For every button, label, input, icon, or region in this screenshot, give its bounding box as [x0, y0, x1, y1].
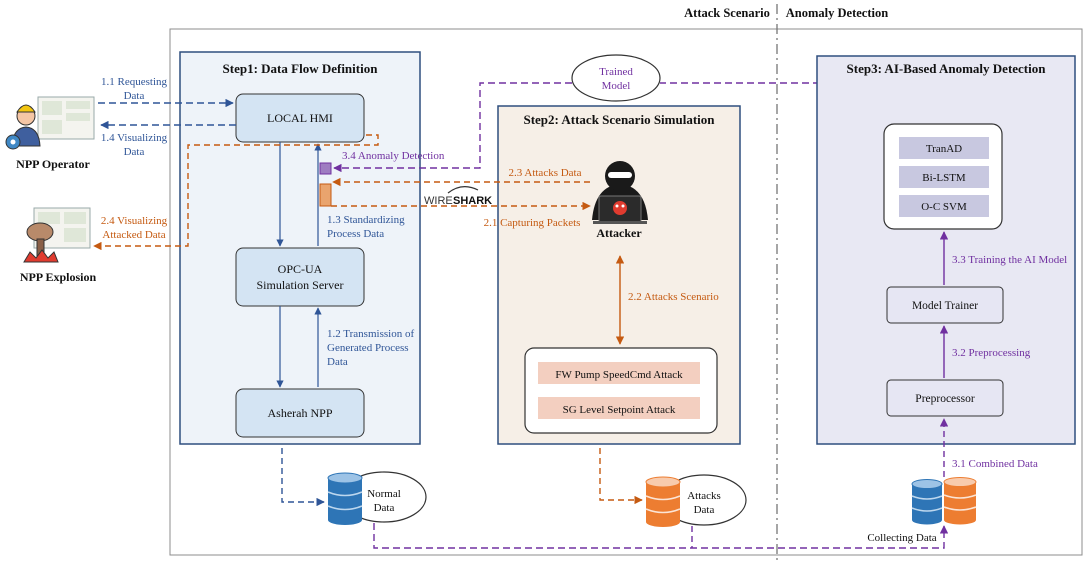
anomaly-packet-icon	[319, 162, 332, 175]
preprocessor-label: Preprocessor	[915, 393, 975, 405]
flow-1-2-label-2: Generated Process	[327, 342, 409, 354]
wireshark-logo: WIRE SHARK	[424, 186, 492, 207]
attack-item-fw-pump	[538, 362, 700, 384]
step3-panel	[816, 55, 1076, 445]
model-tranad-label: TranAD	[926, 143, 962, 155]
attack-item-sg-level	[538, 397, 700, 419]
model-bilstm-label: Bi-LSTM	[922, 172, 966, 184]
model-bilstm	[899, 166, 989, 188]
flow-3-4-label: 3.4 Anomaly Detection	[342, 150, 445, 162]
step3-title: Step3: AI-Based Anomaly Detection	[847, 61, 1047, 76]
model-ocsvm-label: O-C SVM	[921, 201, 967, 213]
asherah-npp-box	[235, 388, 365, 438]
flow-2-4-label-2: Attacked Data	[102, 229, 165, 241]
flow-2-2-label: 2.2 Attacks Scenario	[628, 291, 719, 303]
combined-data-db-icon	[911, 477, 977, 525]
attacks-data-db-icon	[645, 476, 681, 527]
arrow-collecting-data	[373, 523, 949, 549]
trained-model-label: Trained	[599, 66, 633, 78]
flow-3-3-label: 3.3 Training the AI Model	[952, 254, 1067, 266]
flow-2-1-label: 2.1 Capturing Packets	[484, 217, 581, 229]
flow-3-2-label: 3.2 Preprocessing	[952, 347, 1031, 359]
collecting-data-label: Collecting Data	[867, 532, 936, 544]
attack-item-sg-level-label: SG Level Setpoint Attack	[563, 404, 676, 416]
attacker-label: Attacker	[596, 226, 642, 240]
attack-packet-icon	[319, 183, 332, 207]
flow-1-4-label-2: Data	[124, 146, 145, 158]
npp-explosion-label: NPP Explosion	[20, 270, 97, 284]
model-trainer-box	[886, 286, 1004, 324]
flow-1-4-label: 1.4 Visualizing	[101, 132, 168, 144]
model-ocsvm	[899, 195, 989, 217]
flow-1-2-label: 1.2 Transmission of	[327, 328, 414, 340]
model-trainer-label: Model Trainer	[912, 300, 978, 312]
arrow-visualizing-attacked-data	[93, 134, 379, 251]
flow-1-2-label-3: Data	[327, 356, 348, 368]
attack-item-fw-pump-label: FW Pump SpeedCmd Attack	[555, 369, 683, 381]
flow-2-4-label: 2.4 Visualizing	[101, 215, 168, 227]
npp-explosion-icon	[23, 207, 91, 263]
normal-data-db-icon	[327, 472, 363, 525]
anomaly-detection-header: Anomaly Detection	[786, 6, 888, 20]
flow-1-3-label: 1.3 Standardizing	[327, 214, 405, 226]
attacks-data-label: Attacks	[687, 490, 721, 502]
normal-data-label-2: Data	[374, 502, 395, 514]
attacker-icon	[592, 161, 648, 224]
attacks-data-label-2: Data	[694, 504, 715, 516]
model-tranad	[899, 137, 989, 159]
flow-1-1-label: 1.1 Requesting	[101, 76, 167, 88]
trained-model-node	[571, 54, 661, 102]
preprocessor-box	[886, 379, 1004, 417]
local-hmi-label: LOCAL HMI	[267, 111, 333, 125]
npp-operator-label: NPP Operator	[16, 157, 90, 171]
local-hmi-box	[235, 93, 365, 143]
flow-1-3-label-2: Process Data	[327, 228, 384, 240]
step2-title: Step2: Attack Scenario Simulation	[523, 112, 715, 127]
step1-title: Step1: Data Flow Definition	[223, 61, 379, 76]
normal-data-label: Normal	[367, 488, 401, 500]
opcua-label: OPC-UA	[278, 262, 323, 276]
arrow-to-normal-data	[281, 448, 325, 507]
opcua-server-box	[235, 247, 365, 307]
flow-3-1-label: 3.1 Combined Data	[952, 458, 1038, 470]
svg-text:SHARK: SHARK	[453, 195, 492, 207]
trained-model-label-2: Model	[602, 80, 631, 92]
flow-1-1-label-2: Data	[124, 90, 145, 102]
arrow-anomaly-detection	[333, 82, 572, 173]
arrow-to-attacks-data	[599, 448, 643, 505]
attack-list-box	[524, 347, 718, 434]
npp-operator-icon	[5, 96, 95, 150]
flow-2-3-label: 2.3 Attacks Data	[508, 167, 581, 179]
attack-scenario-header: Attack Scenario	[684, 6, 770, 20]
opcua-label-2: Simulation Server	[257, 278, 344, 292]
asherah-npp-label: Asherah NPP	[268, 406, 333, 420]
svg-text:WIRE: WIRE	[424, 195, 453, 207]
